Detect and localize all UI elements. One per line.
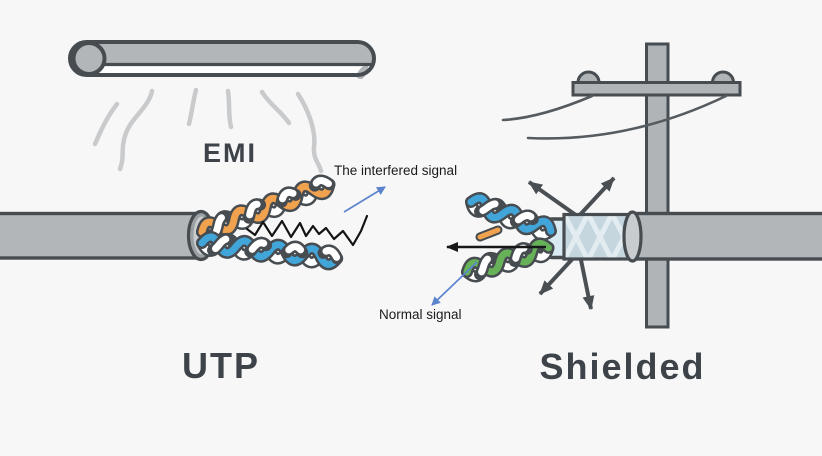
shielded-blue-pair <box>469 195 554 237</box>
orange-wire-stub <box>475 225 503 242</box>
shielded-title: Shielded <box>539 346 706 387</box>
fluorescent-lamp-icon <box>68 40 376 80</box>
utility-pole-icon <box>501 42 742 329</box>
interfered-signal-pointer-arrow <box>343 186 386 213</box>
normal-signal-label: Normal signal <box>379 307 462 322</box>
emi-label: EMI <box>202 138 257 168</box>
utp-orange-pair <box>200 178 332 239</box>
normal-signal-pointer-arrow <box>431 261 478 306</box>
interfered-signal-zigzag-icon <box>245 214 369 247</box>
shielded-cable-icon <box>465 195 822 278</box>
power-line-wire <box>526 94 728 140</box>
utp-title: UTP <box>182 345 260 386</box>
emi-waves-icon <box>92 87 324 174</box>
utp-cable-icon <box>0 178 338 266</box>
emi-deflection-arrows-icon <box>527 176 616 310</box>
interfered-signal-label: The interfered signal <box>334 163 458 178</box>
power-line-wire <box>501 94 594 122</box>
utp-blue-pair <box>201 236 338 265</box>
